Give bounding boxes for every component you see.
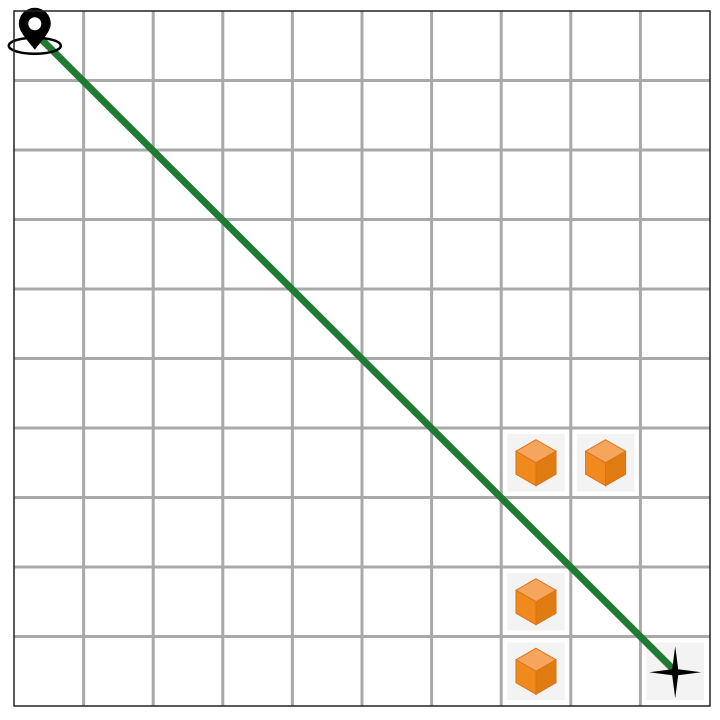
board-border	[13, 10, 711, 707]
orange-cube-icon	[514, 578, 558, 626]
icons-layer	[7, 7, 702, 699]
path-segment	[35, 33, 678, 674]
location-pin-icon	[7, 7, 63, 55]
four-point-star-icon	[649, 646, 702, 699]
orange-cube-icon	[584, 439, 627, 487]
orange-cube-icon	[514, 647, 558, 696]
route-path	[35, 33, 678, 674]
orange-cube-icon	[514, 439, 558, 487]
